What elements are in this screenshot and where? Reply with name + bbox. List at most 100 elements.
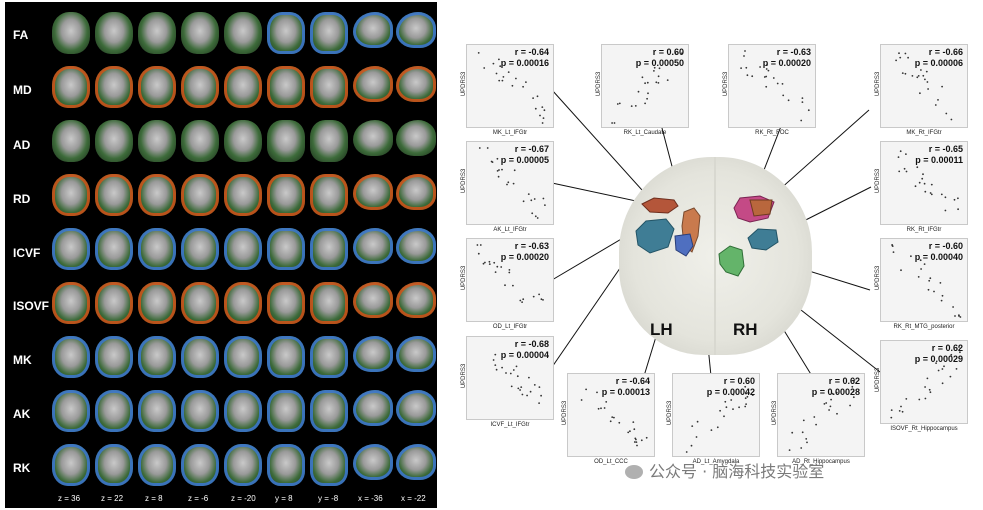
scatter-point — [740, 67, 742, 69]
brain-slice-image — [310, 228, 348, 270]
scatter-point — [501, 168, 503, 171]
scatter-point — [929, 192, 932, 194]
scatter-point — [745, 66, 748, 69]
scatter-point — [538, 402, 540, 404]
brain-slice-image — [224, 228, 262, 270]
scatter-point — [478, 147, 481, 149]
correlation-r: r = -0.64 — [615, 376, 650, 386]
brain-slice-image — [181, 390, 219, 432]
scatter-point — [813, 416, 816, 418]
brain-slice-image — [224, 66, 262, 108]
brain-slice-image — [95, 282, 133, 324]
scatter-point — [788, 449, 791, 451]
scatter-point — [929, 391, 932, 394]
scatter-plot: r = -0.60 p = 0.00040 UPDRS3 RK_Rt_MTG_p… — [875, 238, 968, 330]
brain-slice-image — [310, 66, 348, 108]
brain-slice-image — [138, 120, 176, 162]
scatter-point — [536, 95, 539, 98]
scatter-plot: r = -0.64 p = 0.00016 UPDRS3 MK_Lt_IFGtr — [461, 44, 554, 136]
scatter-point — [851, 385, 854, 388]
scatter-point — [849, 404, 851, 407]
scatter-point — [644, 102, 646, 105]
scatter-points — [611, 52, 683, 124]
scatter-point — [603, 407, 606, 409]
correlation-r: r = -0.63 — [776, 47, 811, 57]
scatter-point — [952, 306, 954, 308]
scatter-point — [526, 394, 528, 397]
brain-slice-image — [95, 12, 133, 54]
scatter-point — [767, 69, 770, 72]
scatter-point — [924, 386, 926, 388]
brain-slice-image — [267, 282, 305, 324]
scatter-point — [910, 255, 912, 258]
scatter-point — [522, 298, 525, 301]
scatter-point — [905, 398, 908, 400]
scatter-point — [730, 399, 733, 401]
scatter-point — [939, 282, 942, 284]
brain-slice-image — [224, 390, 262, 432]
brain-slice-image — [138, 444, 176, 486]
scatter-plot: r = -0.68 p = 0.00004 UPDRS3 ICVF_Lt_IFG… — [461, 336, 554, 428]
scatter-point — [904, 72, 907, 75]
scatter-point — [492, 359, 495, 361]
scatter-point — [488, 260, 491, 263]
scatter-point — [924, 190, 927, 193]
scatter-point — [531, 212, 534, 215]
scatter-point — [632, 421, 635, 423]
brain-slice-image — [224, 282, 262, 324]
scatter-point — [618, 421, 621, 424]
scatter-point — [512, 369, 515, 371]
brain-slice-image — [181, 174, 219, 216]
scatter-point — [911, 75, 914, 77]
scatter-point — [898, 410, 901, 412]
scatter-point — [745, 403, 747, 405]
brain-slice-image — [353, 390, 393, 426]
brain-slice-image — [267, 228, 305, 270]
x-axis-label: RK_Rt_FOC — [755, 130, 789, 136]
correlation-p: p = 0.00016 — [500, 58, 549, 68]
scatter-point — [525, 81, 527, 83]
scatter-point — [930, 183, 933, 186]
scatter-point — [515, 365, 518, 368]
scatter-point — [806, 441, 808, 444]
scatter-point — [666, 79, 669, 81]
scatter-point — [542, 197, 545, 200]
scatter-point — [935, 362, 937, 364]
scatter-point — [527, 193, 530, 195]
brain-slice-image — [267, 174, 305, 216]
scatter-point — [633, 428, 636, 431]
scatter-point — [522, 200, 525, 203]
scatter-point — [801, 431, 804, 434]
scatter-point — [479, 244, 482, 246]
brain-slice-image — [181, 444, 219, 486]
scatter-point — [477, 52, 480, 54]
x-axis-label: OD_Lt_IFGtr — [492, 324, 528, 330]
brain-slice-image — [181, 120, 219, 162]
scatter-point — [509, 372, 512, 375]
scatter-point — [743, 55, 745, 57]
brain-slice-image — [52, 12, 90, 54]
scatter-point — [657, 75, 660, 78]
correlation-r: r = -0.64 — [514, 47, 549, 57]
scatter-point — [853, 379, 856, 381]
scatter-point — [926, 81, 929, 83]
y-axis-label: UPDRS3 — [875, 168, 882, 194]
scatter-point — [520, 386, 523, 388]
correlation-p: p = 0.00050 — [635, 58, 684, 68]
region-rt-ifgtr — [747, 228, 779, 251]
scatter-point — [732, 408, 734, 410]
scatter-point — [630, 105, 633, 107]
scatter-point — [513, 169, 516, 172]
brain-slice-image — [138, 12, 176, 54]
brain-slice-image — [396, 174, 436, 210]
scatter-point — [836, 412, 838, 415]
y-axis-label: UPDRS3 — [875, 367, 882, 393]
x-axis-label: RK_Rt_IFGtr — [906, 227, 942, 233]
scatter-point — [544, 204, 546, 206]
scatter-point — [508, 271, 511, 274]
scatter-point — [532, 295, 535, 298]
scatter-point — [732, 393, 735, 396]
scatter-point — [940, 299, 943, 302]
scatter-point — [923, 182, 926, 185]
scatter-point — [724, 400, 727, 403]
